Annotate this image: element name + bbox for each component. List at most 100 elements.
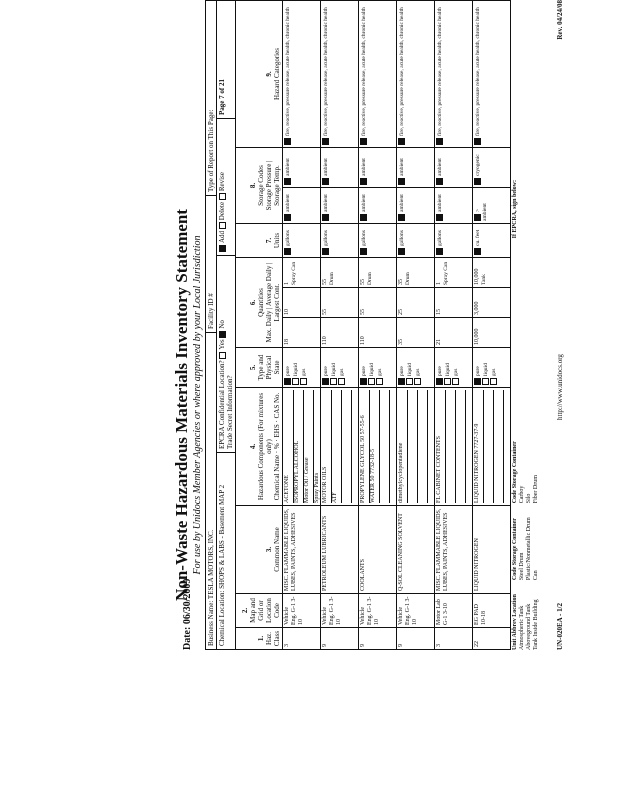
add-checkbox[interactable] xyxy=(218,245,226,252)
gas-checkbox[interactable] xyxy=(413,378,421,385)
pressure-checkbox[interactable] xyxy=(284,214,291,221)
location-cell[interactable]: Motor Lab G-1 3-10 xyxy=(435,593,472,627)
component-line[interactable]: ACETONE xyxy=(284,390,294,503)
units-checkbox[interactable] xyxy=(436,248,443,255)
hazard-checkbox[interactable] xyxy=(360,138,367,145)
pressure-checkbox[interactable] xyxy=(322,214,329,221)
temperature-checkbox[interactable] xyxy=(322,178,329,185)
component-line[interactable]: WATER 50 7732-18-5 xyxy=(370,390,380,503)
pure-checkbox[interactable] xyxy=(360,378,367,385)
hazard-checkbox[interactable] xyxy=(436,138,443,145)
component-line[interactable] xyxy=(408,390,418,503)
common-name-cell[interactable]: LIQUID NITROGEN xyxy=(473,505,510,593)
avg-daily-cell[interactable]: 25 xyxy=(397,287,434,317)
avg-daily-cell[interactable]: 55 xyxy=(321,287,358,317)
common-name-cell[interactable]: MISC. FLAMMABLE LIQUIDS, LUBES, PAINTS, … xyxy=(435,505,472,593)
location-cell[interactable]: Vehicle Eng. G-1 3-10 xyxy=(283,593,320,627)
revise-checkbox[interactable] xyxy=(218,193,226,201)
pure-checkbox[interactable] xyxy=(284,378,291,385)
liquid-checkbox[interactable] xyxy=(481,378,489,385)
pressure-checkbox[interactable] xyxy=(360,214,367,221)
common-name-cell[interactable]: MISC. FLAMMABLE LIQUIDS, LUBES, PAINTS, … xyxy=(283,505,320,593)
max-daily-cell[interactable]: 110 xyxy=(359,317,396,347)
component-line[interactable]: MOTOR OILS xyxy=(322,390,332,503)
units-checkbox[interactable] xyxy=(474,248,481,255)
component-line[interactable] xyxy=(418,390,428,503)
units-checkbox[interactable] xyxy=(284,248,291,255)
max-daily-cell[interactable]: 18 xyxy=(283,317,320,347)
gas-checkbox[interactable] xyxy=(375,378,383,385)
location-cell[interactable]: Vehicle Eng. G-1 3-10 xyxy=(397,593,434,627)
component-line[interactable] xyxy=(456,390,466,503)
pure-checkbox[interactable] xyxy=(322,378,329,385)
avg-daily-cell[interactable]: 55 xyxy=(359,287,396,317)
website-link[interactable]: http://www.unidocs.org xyxy=(556,354,564,420)
delete-checkbox[interactable] xyxy=(218,222,226,230)
temperature-checkbox[interactable] xyxy=(474,178,481,185)
component-line[interactable]: Motor Oil / Grease xyxy=(304,390,314,503)
pressure-checkbox[interactable] xyxy=(436,214,443,221)
haz-class-cell[interactable]: 9 xyxy=(359,627,396,649)
location-cell[interactable]: EG PAD 10-18 xyxy=(473,593,510,627)
component-line[interactable]: Spray Paints xyxy=(314,390,320,503)
pure-checkbox[interactable] xyxy=(474,378,481,385)
hazard-checkbox[interactable] xyxy=(284,138,291,145)
epcra-no-checkbox[interactable] xyxy=(218,330,226,338)
location-cell[interactable]: Vehicle Eng. G-1 3-10 xyxy=(321,593,358,627)
epcra-yes-checkbox[interactable] xyxy=(218,351,226,359)
haz-class-cell[interactable]: 3 xyxy=(283,627,320,649)
avg-daily-cell[interactable]: 15 xyxy=(435,287,472,317)
liquid-checkbox[interactable] xyxy=(367,378,375,385)
liquid-checkbox[interactable] xyxy=(329,378,337,385)
component-line[interactable] xyxy=(466,390,472,503)
max-daily-cell[interactable]: 21 xyxy=(435,317,472,347)
liquid-checkbox[interactable] xyxy=(405,378,413,385)
hazard-checkbox[interactable] xyxy=(322,138,329,145)
max-daily-cell[interactable]: 35 xyxy=(397,317,434,347)
component-line[interactable] xyxy=(390,390,396,503)
component-line[interactable] xyxy=(428,390,434,503)
units-checkbox[interactable] xyxy=(360,248,367,255)
component-line[interactable] xyxy=(380,390,390,503)
units-checkbox[interactable] xyxy=(398,248,405,255)
component-line[interactable] xyxy=(446,390,456,503)
gas-checkbox[interactable] xyxy=(299,378,307,385)
component-line[interactable]: dimethylcyclopentadiene xyxy=(398,390,408,503)
haz-class-cell[interactable]: 9 xyxy=(397,627,434,649)
pressure-checkbox[interactable] xyxy=(474,214,481,221)
haz-class-cell[interactable]: 9 xyxy=(321,627,358,649)
gas-checkbox[interactable] xyxy=(337,378,345,385)
temperature-checkbox[interactable] xyxy=(436,178,443,185)
component-line[interactable] xyxy=(342,390,352,503)
pure-checkbox[interactable] xyxy=(398,378,405,385)
gas-checkbox[interactable] xyxy=(489,378,497,385)
temperature-checkbox[interactable] xyxy=(398,178,405,185)
avg-daily-cell[interactable]: 10 xyxy=(283,287,320,317)
component-line[interactable]: LIQUID NITROGEN 7727-37-9 xyxy=(474,390,484,503)
hazard-checkbox[interactable] xyxy=(398,138,405,145)
component-line[interactable] xyxy=(494,390,504,503)
liquid-checkbox[interactable] xyxy=(443,378,451,385)
component-line[interactable]: PROPYLENE GLYCOL 50 57-55-6 xyxy=(360,390,370,503)
units-checkbox[interactable] xyxy=(322,248,329,255)
max-daily-cell[interactable]: 10,000 xyxy=(473,317,510,347)
pressure-checkbox[interactable] xyxy=(398,214,405,221)
location-cell[interactable]: Vehicle Eng. G-1 3-10 xyxy=(359,593,396,627)
component-line[interactable] xyxy=(484,390,494,503)
gas-checkbox[interactable] xyxy=(451,378,459,385)
pure-checkbox[interactable] xyxy=(436,378,443,385)
haz-class-cell[interactable]: 3 xyxy=(435,627,472,649)
max-daily-cell[interactable]: 110 xyxy=(321,317,358,347)
component-line[interactable]: ATF xyxy=(332,390,342,503)
component-line[interactable] xyxy=(504,390,510,503)
common-name-cell[interactable]: Q-SOL CLEANING SOLVENT xyxy=(397,505,434,593)
temperature-checkbox[interactable] xyxy=(284,178,291,185)
temperature-checkbox[interactable] xyxy=(360,178,367,185)
avg-daily-cell[interactable]: 3,000 xyxy=(473,287,510,317)
liquid-checkbox[interactable] xyxy=(291,378,299,385)
component-line[interactable]: FL CABINET CONTENTS xyxy=(436,390,446,503)
common-name-cell[interactable]: PETROLEUM LUBRICANTS xyxy=(321,505,358,593)
haz-class-cell[interactable]: 22 xyxy=(473,627,510,649)
component-line[interactable] xyxy=(352,390,358,503)
component-line[interactable]: ISOPROPYL ALCOHOL xyxy=(294,390,304,503)
